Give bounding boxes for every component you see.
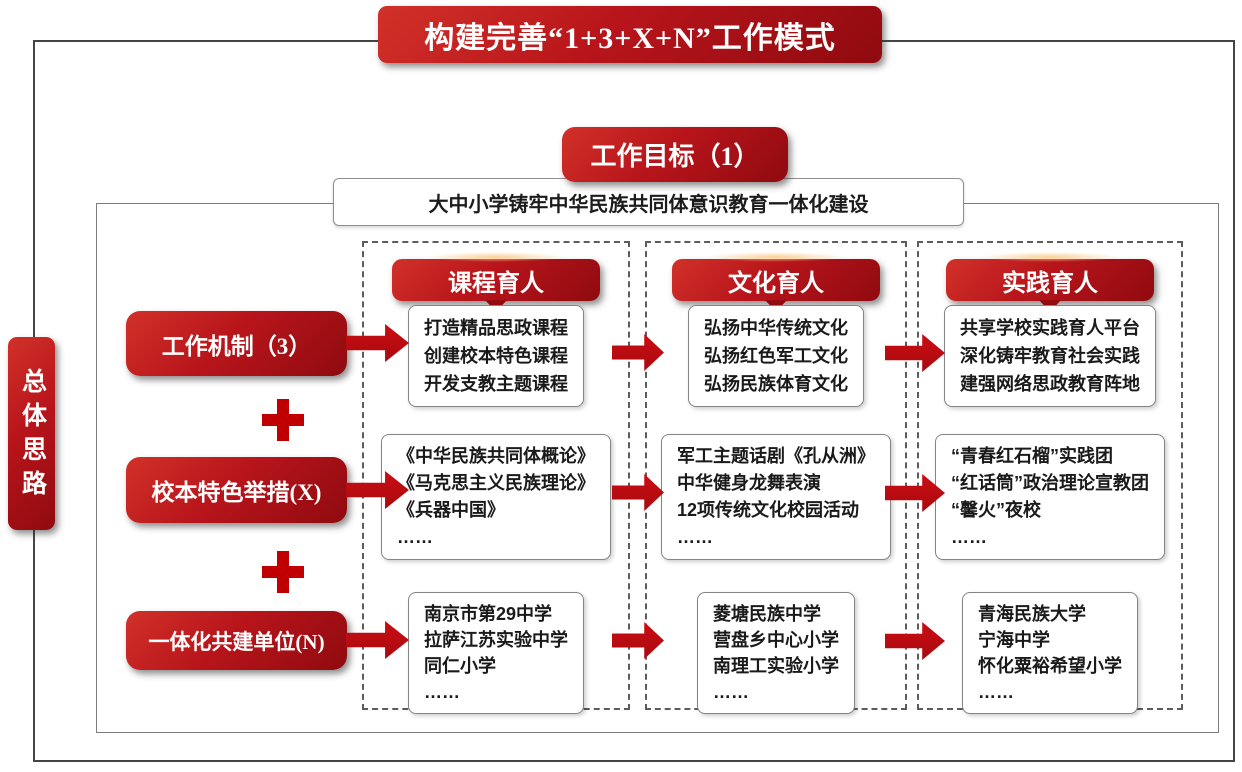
content-box-culture-units: 菱塘民族中学营盘乡中心小学南理工实验小学 …… bbox=[697, 592, 855, 714]
column-header-culture: 文化育人 bbox=[672, 252, 880, 301]
content-box-culture-mechanism: 弘扬中华传统文化弘扬红色军工文化弘扬民族体育文化 bbox=[688, 305, 864, 407]
content-line: …… bbox=[978, 682, 1014, 702]
content-line: 拉萨江苏实验中学 bbox=[424, 630, 568, 650]
content-box-practice-mechanism: 共享学校实践育人平台深化铸牢教育社会实践建强网络思政教育阵地 bbox=[944, 305, 1156, 407]
content-box-curriculum-features: 《中华民族共同体概论》《马克思主义民族理论》《兵器中国》 …… bbox=[381, 434, 611, 560]
content-line: 弘扬红色军工文化 bbox=[704, 346, 848, 366]
content-line: 弘扬中华传统文化 bbox=[704, 318, 848, 338]
content-box-practice-features: “青春红石榴”实践团 “红话筒”政治理论宣教团 “馨火”夜校 …… bbox=[935, 434, 1165, 560]
column-header-curriculum: 课程育人 bbox=[392, 252, 600, 301]
content-line: …… bbox=[397, 527, 433, 547]
content-line: 怀化粟裕希望小学 bbox=[978, 656, 1122, 676]
content-line: 南理工实验小学 bbox=[713, 656, 839, 676]
goal-description-box: 大中小学铸牢中华民族共同体意识教育一体化建设 bbox=[333, 178, 964, 226]
goal-banner: 工作目标（1） bbox=[562, 127, 788, 182]
column-header-practice: 实践育人 bbox=[946, 252, 1154, 301]
content-line: 弘扬民族体育文化 bbox=[704, 374, 848, 394]
content-line: 南京市第29中学 bbox=[424, 604, 553, 624]
content-line: …… bbox=[677, 527, 713, 547]
column-culture: 文化育人 弘扬中华传统文化弘扬红色军工文化弘扬民族体育文化 军工主题话剧《孔从洲… bbox=[645, 241, 907, 714]
content-box-curriculum-units: 南京市第29中学拉萨江苏实验中学同仁小学 …… bbox=[408, 592, 584, 714]
content-line: …… bbox=[713, 682, 749, 702]
content-line: 共享学校实践育人平台 bbox=[960, 318, 1140, 338]
content-line: 《马克思主义民族理论》 bbox=[397, 473, 595, 493]
overall-approach-label: 总体思路 bbox=[8, 337, 55, 530]
content-line: 打造精品思政课程 bbox=[424, 318, 568, 338]
content-box-curriculum-mechanism: 打造精品思政课程创建校本特色课程开发支教主题课程 bbox=[408, 305, 584, 407]
content-line: 《兵器中国》 bbox=[397, 500, 505, 520]
content-line: 同仁小学 bbox=[424, 656, 496, 676]
row-label-work-mechanism: 工作机制（3） bbox=[126, 311, 347, 376]
content-line: 开发支教主题课程 bbox=[424, 374, 568, 394]
plus-icon bbox=[262, 551, 304, 593]
content-line: 菱塘民族中学 bbox=[713, 604, 821, 624]
content-line: 青海民族大学 bbox=[978, 604, 1086, 624]
row-label-integrated-units: 一体化共建单位(N) bbox=[126, 611, 347, 670]
content-line: 12项传统文化校园活动 bbox=[677, 500, 860, 520]
column-practice: 实践育人 共享学校实践育人平台深化铸牢教育社会实践建强网络思政教育阵地 “青春红… bbox=[917, 241, 1183, 714]
content-line: 建强网络思政教育阵地 bbox=[960, 374, 1140, 394]
plus-icon bbox=[262, 399, 304, 441]
content-line: 创建校本特色课程 bbox=[424, 346, 568, 366]
content-line: “红话筒”政治理论宣教团 bbox=[951, 473, 1149, 493]
content-line: …… bbox=[951, 527, 987, 547]
content-box-practice-units: 青海民族大学宁海中学怀化粟裕希望小学 …… bbox=[962, 592, 1138, 714]
content-line: 宁海中学 bbox=[978, 630, 1050, 650]
content-line: 中华健身龙舞表演 bbox=[677, 473, 821, 493]
content-line: “青春红石榴”实践团 bbox=[951, 446, 1113, 466]
content-line: …… bbox=[424, 682, 460, 702]
content-box-culture-features: 军工主题话剧《孔从洲》中华健身龙舞表演 12项传统文化校园活动 …… bbox=[661, 434, 891, 560]
content-line: 深化铸牢教育社会实践 bbox=[960, 346, 1140, 366]
main-title-banner: 构建完善“1+3+X+N”工作模式 bbox=[378, 6, 882, 63]
content-line: “馨火”夜校 bbox=[951, 500, 1041, 520]
content-line: 《中华民族共同体概论》 bbox=[397, 446, 595, 466]
content-line: 军工主题话剧《孔从洲》 bbox=[677, 446, 875, 466]
column-curriculum: 课程育人 打造精品思政课程创建校本特色课程开发支教主题课程 《中华民族共同体概论… bbox=[362, 241, 630, 714]
row-label-school-features: 校本特色举措(X) bbox=[126, 457, 347, 523]
content-line: 营盘乡中心小学 bbox=[713, 630, 839, 650]
